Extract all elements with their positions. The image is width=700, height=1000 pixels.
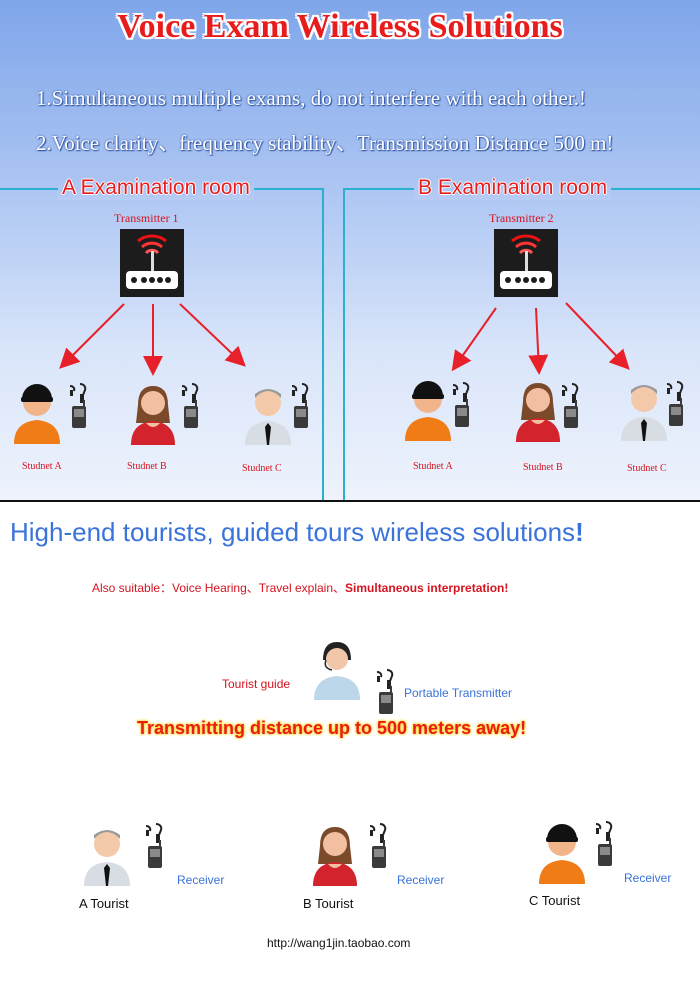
- tourist-c-label: C Tourist: [529, 893, 581, 908]
- tourist-b-avatar: [313, 827, 357, 886]
- router-broadcast-icon: [120, 229, 184, 297]
- tourist-guide-label: Tourist guide: [222, 677, 291, 691]
- student-c-avatar: [245, 389, 291, 445]
- room-b-label: B Examination room: [414, 176, 612, 200]
- receiver-a-label: Receiver: [177, 873, 225, 887]
- tourist-a-label: A Tourist: [79, 896, 129, 911]
- student-a-avatar: [405, 381, 451, 441]
- tour-section-background: [0, 502, 700, 1000]
- page-title: Voice Exam Wireless Solutions: [117, 8, 563, 45]
- also-suitable-text: Also suitable：Voice Hearing、Travel expla…: [92, 581, 509, 595]
- student-c-label: Studnet C: [627, 463, 667, 474]
- portable-transmitter-label: Portable Transmitter: [404, 686, 513, 700]
- portable-receiver-icon: [561, 383, 579, 429]
- student-b-avatar: [131, 386, 175, 445]
- receiver-c-label: Receiver: [624, 871, 672, 885]
- portable-receiver-icon: [369, 823, 387, 869]
- student-a-avatar: [14, 384, 60, 444]
- shop-url: http://wang1jin.taobao.com: [267, 936, 411, 950]
- student-b-label: Studnet B: [127, 461, 167, 472]
- portable-receiver-icon: [291, 383, 309, 429]
- portable-receiver-icon: [145, 823, 163, 869]
- feature-line-2: 2.Voice clarity、frequency stability、Tran…: [36, 131, 614, 155]
- tourist-a-avatar: [84, 830, 130, 886]
- portable-transmitter-icon: [376, 669, 394, 715]
- section-divider: [0, 500, 700, 502]
- tour-heading: High-end tourists, guided tours wireless…: [10, 517, 584, 547]
- transmitter-2-label: Transmitter 2: [489, 211, 554, 225]
- student-a-label: Studnet A: [413, 461, 453, 472]
- tourist-guide-avatar: [313, 641, 361, 700]
- transmitter-1-label: Transmitter 1: [114, 211, 179, 225]
- router-broadcast-icon: [494, 229, 558, 297]
- portable-receiver-icon: [181, 383, 199, 429]
- student-b-avatar: [516, 383, 560, 442]
- portable-receiver-icon: [595, 821, 613, 867]
- transmit-distance-banner: Transmitting distance up to 500 meters a…: [137, 718, 527, 738]
- portable-receiver-icon: [452, 382, 470, 428]
- feature-line-1: 1.Simultaneous multiple exams, do not in…: [36, 86, 586, 110]
- student-a-label: Studnet A: [22, 461, 62, 472]
- student-c-avatar: [621, 385, 667, 441]
- receiver-b-label: Receiver: [397, 873, 445, 887]
- student-c-label: Studnet C: [242, 463, 282, 474]
- student-b-label: Studnet B: [523, 462, 563, 473]
- exam-section-background: [0, 0, 700, 500]
- tourist-b-label: B Tourist: [303, 896, 354, 911]
- tourist-c-avatar: [539, 824, 585, 884]
- portable-receiver-icon: [666, 381, 684, 427]
- room-a-label: A Examination room: [58, 176, 254, 200]
- portable-receiver-icon: [69, 383, 87, 429]
